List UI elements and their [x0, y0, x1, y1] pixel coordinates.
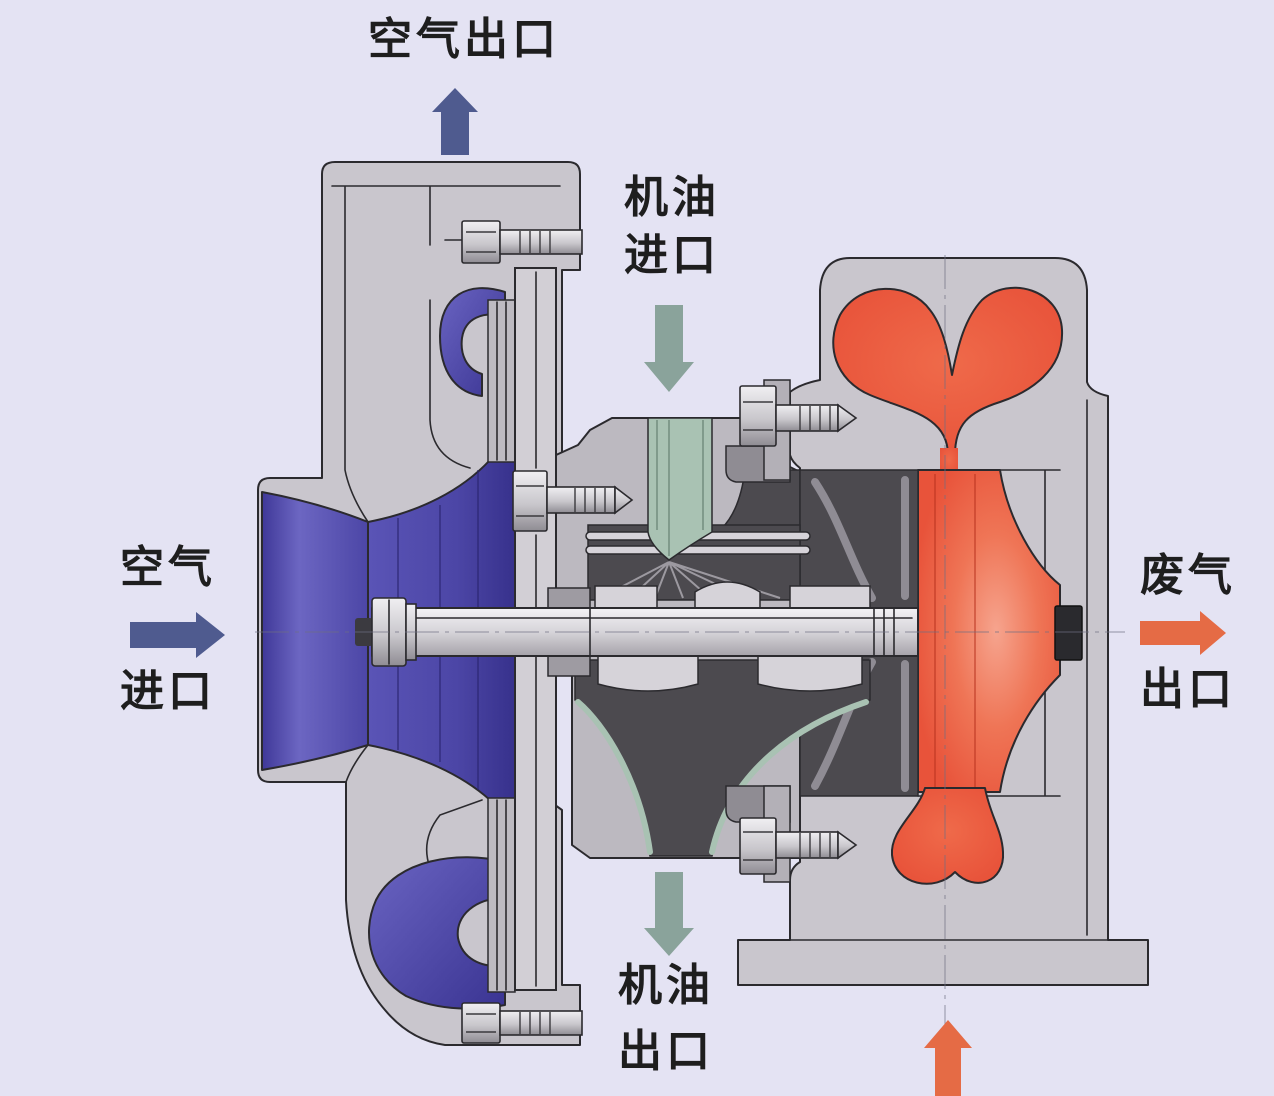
bearing-block-lower-right: [757, 655, 863, 692]
oil-inlet-passage-lines: [656, 420, 704, 556]
exhaust-inlet-arrow-icon: [924, 1020, 972, 1096]
bearing-sleeve-lower: [585, 545, 811, 555]
compressor-bolt-top: [461, 220, 583, 264]
heat-shield: [811, 476, 909, 792]
air-outlet-label: 空气出口: [368, 14, 560, 65]
diffuser-blades-upper: [487, 299, 516, 463]
oil-distribution-grooves: [599, 561, 781, 599]
oil-outlet-label-line1: 机油: [618, 960, 714, 1011]
turbine-bolt-top: [725, 379, 858, 483]
oil-inlet-passage: [647, 417, 713, 561]
center-housing-bolt: [512, 470, 634, 532]
exhaust-outlet-arrow-icon: [1140, 611, 1226, 655]
bearing-block-lower-left: [597, 655, 699, 692]
air-inlet-label-line2: 进口: [120, 666, 216, 717]
air-inlet-label-line1: 空气: [120, 542, 216, 593]
centerlines: [255, 255, 1125, 1096]
turbine-wheel: [917, 469, 1061, 793]
exhaust-outlet-label-line2: 出口: [1140, 664, 1236, 715]
turbine: [737, 257, 1149, 986]
turbine-volute-lower: [890, 787, 1005, 885]
oil-inlet-label-line1: 机油: [624, 172, 720, 223]
turbine-nut: [1054, 605, 1083, 661]
oil-outlet-label-line2: 出口: [618, 1026, 714, 1077]
bearing-arch: [694, 581, 761, 609]
air-inlet-arrow-icon: [130, 612, 225, 658]
bolts: [461, 220, 858, 1044]
turbine-bolt-bottom: [725, 785, 858, 883]
oil-inlet-label-line2: 进口: [624, 230, 720, 281]
oil-outlet-arrow-icon: [644, 872, 694, 956]
exhaust-outlet-label-line1: 废气: [1140, 550, 1236, 601]
turbine-blade-edges: [934, 474, 976, 788]
flow-arrows: [130, 88, 1226, 1096]
turbine-volute: [832, 286, 1064, 456]
compressor-bolt-bottom: [461, 1002, 583, 1044]
compressor-volute-lower: [368, 856, 506, 1010]
diffuser-blades-lower: [487, 797, 516, 993]
bearing-block-upper-right: [789, 585, 871, 609]
diffuser-blade-lines: [496, 301, 507, 991]
compressor: [257, 161, 581, 1046]
compressor-volute-upper: [439, 287, 506, 397]
compressor-inlet-bore: [261, 491, 369, 771]
oil-inlet-arrow-icon: [644, 305, 694, 392]
air-outlet-arrow-icon: [432, 88, 478, 155]
bearing-block-upper-left: [594, 585, 658, 609]
oil-drain-walls: [575, 699, 869, 855]
